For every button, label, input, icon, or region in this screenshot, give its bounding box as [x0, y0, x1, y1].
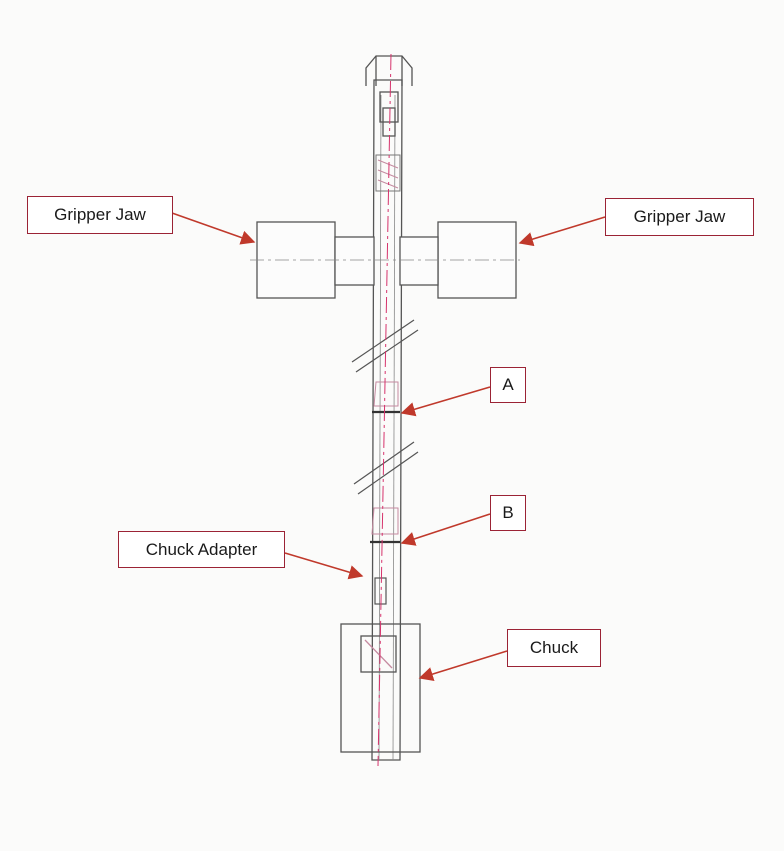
arrow-point-a [400, 386, 491, 417]
arrow-chuck [418, 650, 508, 682]
rod-centerline [377, 53, 392, 767]
arrow-gripper-left [171, 212, 256, 245]
chuck-adapter-insert [374, 577, 387, 605]
arrow-gripper-right [518, 216, 606, 247]
label-point-a: A [490, 367, 526, 403]
callout-arrows [171, 212, 606, 682]
label-gripper-jaw-left: Gripper Jaw [27, 196, 173, 234]
joint-b-shape [370, 507, 400, 544]
label-chuck-adapter: Chuck Adapter [118, 531, 285, 568]
chuck-shape [340, 623, 421, 753]
upper-thread [375, 154, 401, 192]
label-chuck: Chuck [507, 629, 601, 667]
joint-a-shape [372, 381, 400, 414]
arrow-chuck-adapter [284, 552, 364, 580]
top-cap [365, 55, 413, 137]
break-lines [351, 319, 419, 495]
arrow-point-b [400, 513, 491, 546]
label-point-b: B [490, 495, 526, 531]
specimen-rod [371, 79, 403, 761]
label-gripper-jaw-right: Gripper Jaw [605, 198, 754, 236]
